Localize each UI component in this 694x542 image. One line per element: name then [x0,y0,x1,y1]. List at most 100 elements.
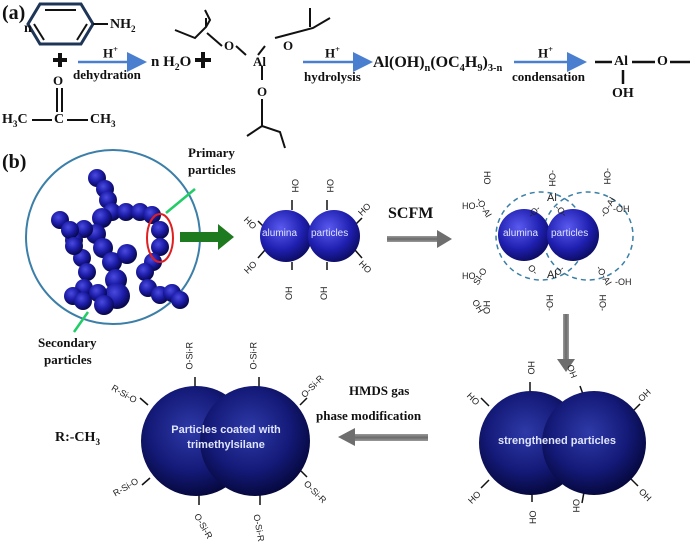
acetone-left-methyl: H3C [2,113,28,129]
particles-text: particles [311,228,349,239]
alumina-sphere-right-2 [547,209,599,261]
panel-b-label: (b) [2,151,27,173]
plus-sign-2 [195,52,211,68]
alkoxide-o-bottom: O [257,84,268,99]
primary-particles-label-2: particles [188,162,236,177]
p2-a-sub: n [424,63,431,75]
water-product: n H2O [151,55,191,73]
network-oh: OH [612,86,634,101]
amine-sub: 2 [131,23,136,34]
catalyst-h-3: H [538,45,549,61]
p2-c: H [464,54,478,71]
plus-sign [53,53,67,67]
coated-sphere-right [200,386,310,496]
strengthened-sphere-right [542,391,646,495]
r-definition: R:-CH3 [55,431,100,447]
hydroxyl-group: HO [318,286,329,301]
alkoxide-o-right: O [283,38,294,53]
alumina-particle-pair [257,200,363,270]
carbonyl-carbon: C [54,112,65,127]
primary-pointer-line [165,188,196,214]
aluminol-group: OH [482,171,493,185]
coated-text-1: Particles coated with [171,424,281,436]
vertical-gray-arrow [557,314,575,372]
alumina-text-2: alumina [503,228,539,239]
r-definition-sub: 3 [95,436,100,447]
hmds-arrow [338,428,428,446]
primary-particles-label-1: Primary [188,145,235,160]
primary-particle [143,206,161,224]
aluminol-group: -OH [615,277,632,287]
network-al: Al [614,54,628,69]
trimethylsilyl-group: O-Si-R [184,342,195,370]
primary-particle [151,238,169,256]
primary-particle [151,221,169,239]
benzene-ring [26,2,108,46]
condensation-label: condensation [512,69,585,84]
water-text: n H [151,54,175,70]
aluminum-sec-butoxide [174,8,331,149]
aluminol-group: HO- [602,168,613,185]
primary-particle [94,295,114,315]
primary-particle [92,208,112,228]
condensed-network-bonds [595,60,690,84]
alkoxide-al: Al [253,54,266,69]
hmds-label-2: phase modification [316,408,422,423]
trimethylsilyl-group: O-Si-R [248,342,259,370]
primary-particle [117,203,135,221]
catalyst-sup: + [113,44,118,54]
p2-a: Al(OH) [373,54,425,71]
primary-particle [78,263,96,281]
network-o: O [657,54,668,69]
catalyst-h-2: H [325,45,336,61]
p2-c-sub: 9 [477,63,483,75]
hydroxyl-group: HO [290,179,301,193]
scfm-label: SCFM [388,205,434,222]
al-bottom: Al [547,269,557,281]
secondary-particles-label-1: Secondary [38,335,97,350]
amine-group: NH2 [110,18,136,34]
condensation-catalyst: H+ [538,45,553,61]
secondary-particles-label-2: particles [44,352,92,367]
alumina-text: alumina [262,228,298,239]
al-top: Al [547,192,557,204]
methyl-right-text: CH [90,112,111,127]
primary-particle [61,221,79,239]
methyl-right-sub: 3 [111,118,116,129]
aluminol-group: HO [481,300,492,315]
alumina-sphere-right [308,210,360,262]
particles-text-2: particles [551,228,589,239]
methyl-h-sub: 3 [12,118,18,129]
aluminol-group: HO- [462,271,479,281]
dehydration-catalyst: H+ [103,44,118,61]
catalyst-h: H [103,45,114,61]
silane-bonds [139,377,308,505]
alumina-sphere-left-2 [498,209,550,261]
hydroxyl-group-strengthened: OH [527,510,538,525]
r-definition-text: R:-CH [55,430,96,445]
water-o: O [179,54,192,70]
strengthened-text: strengthened particles [498,435,616,447]
primary-particle [65,237,83,255]
primary-particle [102,252,122,272]
hydrolysis-catalyst: H+ [325,45,340,61]
aluminol-group: HO- [544,294,555,312]
coated-text-2: trimethylsilane [187,439,265,451]
aluminol-group: -OH [613,204,630,214]
hydroxyl-group-strengthened: OH [526,361,537,375]
secondary-pointer-line [72,311,90,333]
primary-particle [117,244,137,264]
p2-b-sub: 4 [459,63,465,75]
methyl-c: C [17,112,28,127]
acetone-right-methyl: CH3 [90,113,116,129]
alumina-sphere-left [260,210,312,262]
hydroxyl-group: HO [283,286,294,301]
green-arrow [180,224,234,250]
p2-d-sub: 3-n [487,63,503,75]
primary-particle [136,263,154,281]
hydroxyl-group: HO [325,179,336,193]
highlight-ring [146,213,174,263]
carbonyl-oxygen: O [53,73,64,88]
aniline-count: n [24,21,32,36]
hydroxyl-group-strengthened: HO [571,499,582,513]
